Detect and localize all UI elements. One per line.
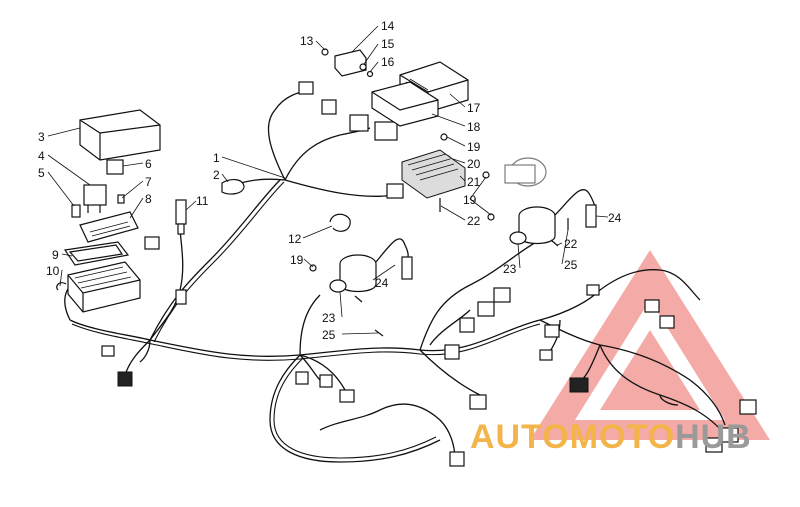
callout-21: 21 <box>467 175 481 189</box>
fuse-box-cover <box>79 109 161 161</box>
connector <box>739 399 757 415</box>
connector <box>449 451 465 467</box>
callout-17: 17 <box>467 101 481 115</box>
bolt <box>550 239 559 247</box>
callout-1: 1 <box>213 151 220 165</box>
callout-5: 5 <box>38 166 45 180</box>
connector <box>569 377 589 393</box>
connector <box>374 121 398 141</box>
connector <box>477 301 495 317</box>
callout-10: 10 <box>46 264 60 278</box>
callout-22b: 22 <box>564 237 578 251</box>
ignition-coil-left <box>329 254 377 293</box>
callout-13: 13 <box>300 34 314 48</box>
watermark-logo <box>530 250 770 440</box>
connector <box>101 345 115 357</box>
spark-plug-cap <box>585 204 597 228</box>
callout-19a: 19 <box>467 140 481 154</box>
callout-3: 3 <box>38 130 45 144</box>
clip <box>56 282 67 291</box>
callout-22a: 22 <box>467 214 481 228</box>
nut <box>309 264 317 272</box>
callout-labels: 1 2 3 4 5 6 7 8 9 10 11 12 13 14 15 16 1… <box>38 19 622 342</box>
watermark-text: AUTOMOTOHUB <box>470 418 752 457</box>
nut <box>440 133 448 141</box>
relay-large <box>83 184 107 213</box>
callout-16: 16 <box>381 55 395 69</box>
nut <box>487 213 495 221</box>
callout-6: 6 <box>145 157 152 171</box>
leader-lines <box>47 25 609 335</box>
connector <box>644 299 660 313</box>
voltage-regulator <box>401 149 466 199</box>
callout-19c: 19 <box>290 253 304 267</box>
callout-20: 20 <box>467 157 481 171</box>
callout-9: 9 <box>52 248 59 262</box>
washer <box>359 63 367 71</box>
fuse-board <box>79 211 139 243</box>
callout-15: 15 <box>381 37 395 51</box>
connector <box>586 284 600 296</box>
connector <box>386 183 404 199</box>
callout-8: 8 <box>145 192 152 206</box>
callout-24b: 24 <box>375 276 389 290</box>
connector <box>544 324 560 338</box>
callout-24a: 24 <box>608 211 622 225</box>
nut <box>482 171 490 179</box>
clamp <box>329 213 351 232</box>
callout-4: 4 <box>38 149 45 163</box>
callout-25a: 25 <box>564 258 578 272</box>
mini-fuse <box>117 194 125 204</box>
connector <box>298 81 314 95</box>
watermark-part2: HUB <box>675 418 752 456</box>
connector <box>339 389 355 403</box>
nut <box>321 48 329 56</box>
main-harness <box>64 89 731 463</box>
callout-2: 2 <box>213 168 220 182</box>
callout-14: 14 <box>381 19 395 33</box>
bracket <box>334 49 367 77</box>
bolt <box>374 329 384 337</box>
connector <box>117 371 133 387</box>
grommet <box>221 179 245 195</box>
bolt <box>354 295 363 303</box>
connector <box>295 371 309 385</box>
screw <box>366 70 374 78</box>
connector <box>705 437 723 453</box>
callout-11: 11 <box>196 194 209 208</box>
ecu-cover <box>371 81 439 127</box>
callout-23a: 23 <box>503 262 517 276</box>
fuse-frame-inner <box>68 244 124 262</box>
relay-small <box>106 159 124 175</box>
ignition-coil-right <box>509 206 556 245</box>
callout-23b: 23 <box>322 311 336 325</box>
callout-7: 7 <box>145 175 152 189</box>
connector <box>539 349 553 361</box>
connector <box>319 374 333 388</box>
starter-motor <box>504 157 547 187</box>
fuse <box>71 204 81 218</box>
watermark-part1: AUTOMOTO <box>470 418 676 456</box>
connector <box>459 317 475 333</box>
fuse-block <box>67 261 141 313</box>
connector <box>144 236 160 250</box>
connector <box>469 394 487 410</box>
connector <box>721 427 739 443</box>
connector <box>321 99 337 115</box>
sensor <box>175 199 187 305</box>
callout-25b: 25 <box>322 328 336 342</box>
connector <box>493 287 511 303</box>
callout-18: 18 <box>467 120 481 134</box>
callout-19b: 19 <box>463 193 477 207</box>
connector <box>444 344 460 360</box>
callout-12: 12 <box>288 232 302 246</box>
spark-plug-cap <box>401 256 413 280</box>
connector <box>349 114 369 132</box>
connector <box>659 315 675 329</box>
